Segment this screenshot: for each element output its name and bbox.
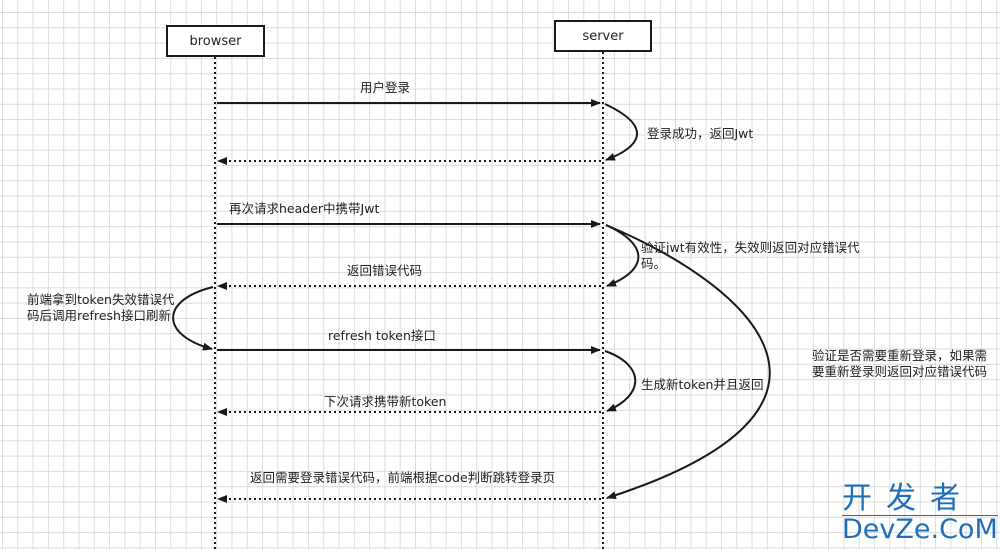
message-label-login: 用户登录	[360, 80, 411, 95]
watermark-cn: 开发者	[842, 481, 974, 516]
self-arrow-refresh-call	[172, 286, 214, 351]
message-label-verify-jwt: 验证jwt有效性，失效则返回对应错误代码。	[641, 240, 860, 271]
self-arrow-new-token	[604, 350, 637, 412]
message-label-error-code: 返回错误代码	[347, 263, 423, 278]
self-arrow-verify-jwt	[605, 224, 640, 287]
message-label-request-jwt: 再次请求header中携带Jwt	[229, 201, 380, 216]
message-label-refresh-call: 前端拿到token失效错误代码后调用refresh接口刷新	[27, 292, 175, 323]
message-label-next-request: 下次请求携带新token	[324, 394, 447, 409]
watermark-logo: 开发者 DevZe.CoM	[842, 483, 998, 544]
message-label-login-success: 登录成功，返回Jwt	[647, 126, 754, 141]
message-label-login-required: 返回需要登录错误代码，前端根据code判断跳转登录页	[250, 470, 556, 485]
message-label-verify-relogin: 验证是否需要重新登录，如果需要重新登录则返回对应错误代码	[812, 348, 988, 379]
message-label-new-token: 生成新token并且返回	[641, 377, 764, 392]
self-arrow-verify-relogin	[605, 224, 771, 500]
actor-server[interactable]: server	[554, 20, 652, 52]
watermark-en: DevZe.CoM	[842, 514, 998, 545]
self-arrow-login-success	[604, 103, 638, 161]
message-label-refresh-token: refresh token接口	[328, 328, 436, 343]
actor-browser[interactable]: browser	[166, 25, 265, 57]
